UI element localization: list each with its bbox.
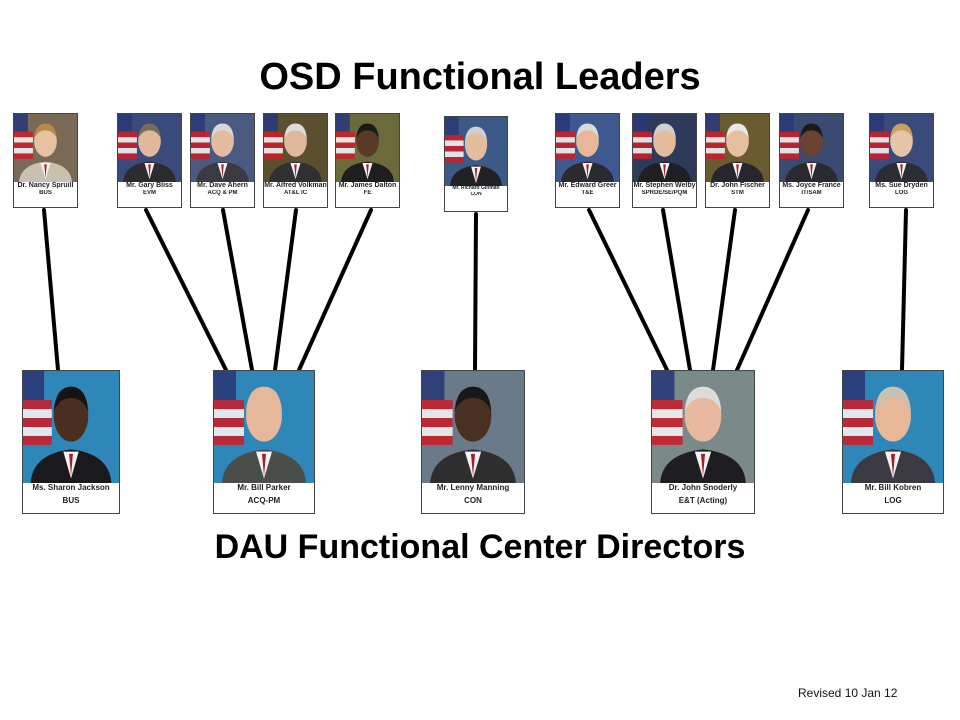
director-name: Dr. John Snoderly [668, 483, 738, 492]
connector-line [42, 208, 60, 372]
director-portrait [422, 371, 524, 483]
leader-role: BUS [39, 190, 52, 197]
director-name: Ms. Sharon Jackson [32, 483, 110, 492]
connector-line [661, 208, 692, 372]
connector-line [297, 208, 373, 372]
leader-name: Mr. Gary Bliss [126, 182, 173, 189]
leader-portrait [264, 114, 327, 182]
leader-name: Mr. Dave Ahern [197, 182, 248, 189]
leader-role: FE [363, 190, 372, 197]
leader-portrait [706, 114, 769, 182]
leader-portrait [556, 114, 619, 182]
leader-role: EVM [142, 190, 156, 197]
director-role: BUS [62, 496, 80, 506]
leader-role: IT/SAM [801, 190, 822, 197]
leader-portrait [633, 114, 696, 182]
director-role: LOG [884, 496, 902, 506]
leader-name: Mr. Alfred Volkman [264, 182, 327, 189]
leader-name: Dr. Nancy Spruill [17, 182, 74, 189]
title-dau-directors: DAU Functional Center Directors [214, 528, 746, 566]
director-role: E&T (Acting) [678, 496, 728, 506]
connector-line [711, 208, 737, 372]
leader-name: Mr. Richard Ginman [452, 186, 500, 191]
connector-line [587, 208, 669, 372]
leader-role: ACQ & PM [207, 190, 238, 197]
leader-name: Mr. Edward Greer [558, 182, 617, 189]
director-portrait [843, 371, 943, 483]
connector-line [900, 208, 908, 372]
director-name: Mr. Bill Parker [237, 483, 291, 492]
leader-name: Dr. John Fischer [710, 182, 765, 189]
leader-role: AT&L IC [283, 190, 308, 197]
leader-role: T&E [581, 190, 594, 197]
leader-role: CON [470, 191, 482, 197]
director-role: ACQ-PM [247, 496, 281, 506]
connector-line [735, 208, 810, 372]
director-portrait [652, 371, 754, 483]
leader-portrait [191, 114, 254, 182]
leader-portrait [14, 114, 77, 182]
director-role: CON [464, 496, 482, 506]
leader-name: Mr. James Dalton [338, 182, 397, 189]
revised-date: Revised 10 Jan 12 [798, 686, 898, 700]
leader-portrait [870, 114, 933, 182]
director-portrait [214, 371, 314, 483]
leader-portrait [118, 114, 181, 182]
director-name: Mr. Lenny Manning [436, 483, 510, 492]
leader-portrait [780, 114, 843, 182]
director-portrait [23, 371, 119, 483]
connector-line [221, 208, 254, 372]
leader-role: STM [731, 190, 744, 197]
leader-role: SPRDE/SE/PQM [641, 190, 688, 197]
leader-portrait [445, 117, 507, 186]
title-osd-functional-leaders: OSD Functional Leaders [259, 56, 701, 98]
leader-name: Ms. Sue Dryden [875, 182, 928, 189]
leader-name: Ms. Joyce France [782, 182, 841, 189]
connector-line [144, 208, 228, 372]
leader-name: Mr. Stephen Welby [633, 182, 696, 189]
leader-role: LOG [895, 190, 908, 197]
leader-portrait [336, 114, 399, 182]
connector-line [273, 208, 298, 372]
connector-line [473, 212, 478, 372]
director-name: Mr. Bill Kobren [864, 483, 922, 492]
